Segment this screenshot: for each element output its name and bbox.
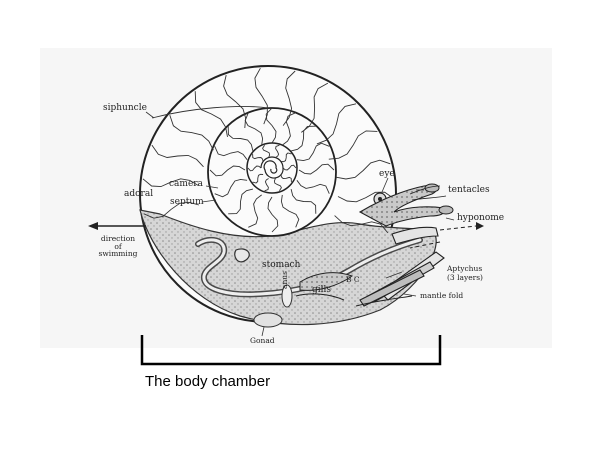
septum-suture bbox=[282, 164, 297, 171]
label-mantle-fold: mantle fold bbox=[420, 291, 464, 300]
septum-suture bbox=[223, 74, 247, 129]
caption-body-chamber: The body chamber bbox=[145, 373, 271, 390]
hyponome-shape bbox=[391, 226, 439, 245]
siphuncle-line bbox=[151, 106, 269, 119]
septum-suture bbox=[290, 188, 317, 214]
septum-suture bbox=[296, 142, 330, 162]
gonad-shape bbox=[253, 312, 283, 328]
septum-suture bbox=[214, 178, 248, 198]
septum-suture bbox=[169, 114, 214, 151]
septum-suture bbox=[214, 146, 248, 160]
swim-arrow-head bbox=[88, 222, 98, 230]
mantle-fold-line bbox=[355, 295, 413, 307]
septum-suture bbox=[273, 178, 282, 192]
label-tentacles: tentacles bbox=[448, 185, 490, 195]
label-adoral: adoral bbox=[124, 189, 154, 199]
septum-suture bbox=[282, 112, 296, 146]
septum-suture bbox=[337, 191, 395, 203]
septum-suture bbox=[143, 201, 200, 219]
septum-suture bbox=[280, 194, 300, 228]
septum-suture bbox=[282, 70, 296, 126]
label-gills: gills bbox=[312, 285, 332, 295]
septum-suture bbox=[254, 67, 268, 125]
water-flow-out bbox=[439, 225, 477, 231]
septum-suture bbox=[248, 194, 262, 228]
septum-suture bbox=[142, 178, 199, 188]
septum-suture bbox=[316, 103, 357, 145]
head-tentacles bbox=[358, 185, 445, 227]
septum-suture bbox=[262, 144, 271, 158]
septum-suture bbox=[265, 107, 277, 144]
label-camera: camera bbox=[169, 179, 203, 189]
gills-lower bbox=[295, 293, 345, 301]
septum-suture bbox=[298, 163, 335, 175]
septum-suture bbox=[296, 180, 330, 194]
septum-suture bbox=[209, 165, 246, 177]
septum-suture bbox=[267, 196, 279, 233]
water-flow-arrowhead bbox=[476, 222, 484, 230]
septa-lines bbox=[142, 67, 395, 234]
septum-suture bbox=[280, 152, 292, 163]
label-bc: B C bbox=[346, 275, 360, 284]
label-septum: septum bbox=[170, 197, 204, 207]
label-stomach: stomach bbox=[262, 260, 301, 270]
water-flow-in bbox=[409, 241, 441, 249]
label-aptychus: Aptychus (3 layers) bbox=[447, 264, 483, 282]
septum-suture bbox=[247, 165, 262, 172]
aptychus-plates bbox=[359, 251, 445, 307]
septum-suture bbox=[252, 153, 264, 162]
body-chamber-bracket bbox=[140, 335, 442, 366]
septum-suture bbox=[244, 112, 264, 146]
septum-suture bbox=[194, 91, 228, 137]
septum-suture bbox=[227, 126, 254, 152]
septum-suture bbox=[151, 144, 204, 168]
label-direction-of-swimming: direction of swimming bbox=[98, 234, 138, 258]
label-eye: eye bbox=[379, 169, 395, 179]
septum-suture bbox=[335, 159, 391, 180]
label-hyponome: hyponome bbox=[457, 213, 505, 223]
septum-suture bbox=[280, 174, 292, 183]
anus-shape bbox=[281, 284, 293, 308]
stomach-lumen bbox=[196, 238, 422, 296]
septum-suture bbox=[275, 144, 280, 158]
septum-suture bbox=[228, 188, 254, 215]
septum-suture bbox=[252, 173, 264, 184]
gills-shape bbox=[299, 272, 354, 291]
septum-suture bbox=[290, 125, 316, 152]
septum-suture bbox=[334, 215, 389, 234]
label-siphuncle: siphuncle bbox=[103, 103, 147, 113]
leader-lines bbox=[145, 111, 455, 337]
tentacle-tip-lower bbox=[438, 205, 454, 215]
septum-suture bbox=[328, 130, 378, 160]
eye-pupil bbox=[378, 197, 382, 201]
septum-suture bbox=[264, 178, 269, 192]
label-gonad: Gonad bbox=[250, 336, 275, 345]
label-anus: anus bbox=[280, 271, 289, 289]
stomach-loop bbox=[234, 248, 250, 263]
